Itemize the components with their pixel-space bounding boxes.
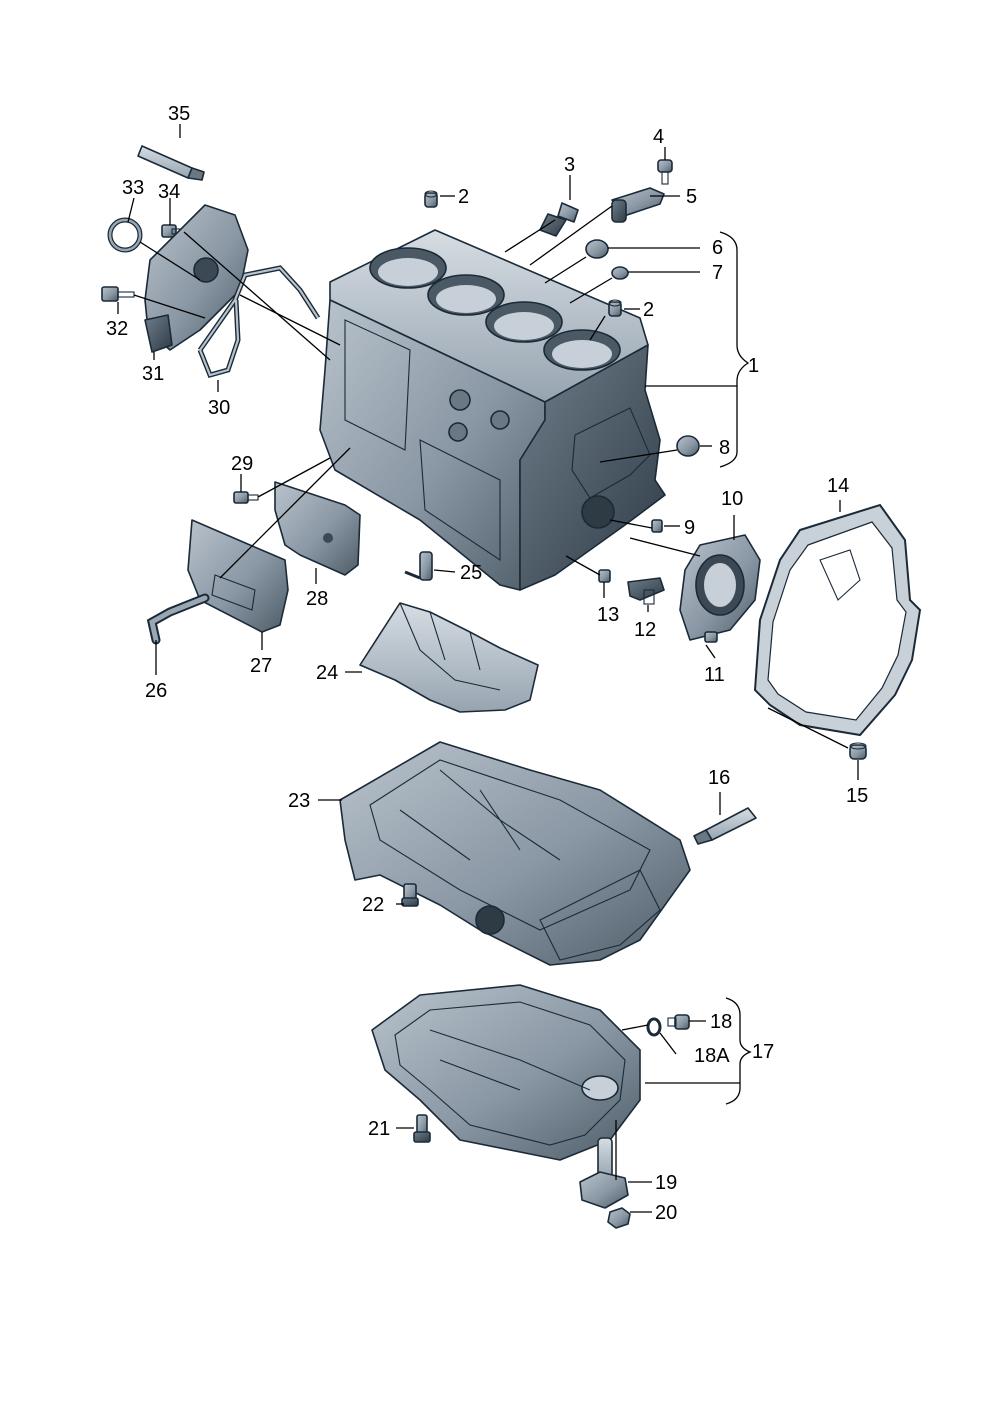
bolt-22: [401, 883, 419, 907]
sensor-5: [611, 187, 665, 223]
dowel-sleeve-top: [424, 190, 438, 208]
label-part-11: 11: [704, 664, 725, 686]
bolt-4: [657, 159, 673, 185]
bolt-34: [161, 224, 185, 238]
label-part-13: 13: [597, 604, 619, 626]
label-part-33: 33: [122, 177, 144, 199]
bolt-29: [233, 491, 259, 504]
oil-separator: [187, 519, 289, 633]
leader-lines: [117, 124, 859, 1213]
label-part-2-right: 2: [643, 299, 654, 321]
sleeve-13: [598, 569, 611, 583]
sealing-plug-6: [585, 239, 609, 259]
bolt-21: [413, 1114, 431, 1143]
label-part-5: 5: [686, 186, 697, 208]
sealing-plug-8: [676, 435, 700, 457]
upper-oil-pan: [339, 741, 691, 966]
bolt-11: [704, 631, 718, 643]
sealing-flange: [679, 534, 761, 641]
sealing-plug-7: [611, 266, 629, 280]
label-part-3: 3: [564, 154, 575, 176]
label-part-8: 8: [719, 437, 730, 459]
label-part-25: 25: [460, 562, 482, 584]
label-part-32: 32: [106, 318, 128, 340]
label-part-6: 6: [712, 237, 723, 259]
o-ring-33: [107, 217, 143, 253]
label-part-20: 20: [655, 1202, 677, 1224]
oil-pressure-sender: [539, 202, 579, 237]
label-part-31: 31: [142, 363, 164, 385]
engine-block: [319, 229, 666, 591]
label-part-1: 1: [748, 355, 759, 377]
label-part-34: 34: [158, 181, 180, 203]
sealant-tube-16: [693, 807, 757, 845]
label-part-22: 22: [362, 894, 384, 916]
label-part-27: 27: [250, 655, 272, 677]
label-part-14: 14: [827, 475, 849, 497]
breather-hose: [146, 593, 210, 645]
drain-plug-18: [667, 1014, 690, 1030]
seal-ring-18a: [646, 1017, 662, 1037]
label-part-19: 19: [655, 1172, 677, 1194]
speed-sender: [627, 577, 665, 605]
label-part-18a: 18A: [694, 1045, 730, 1067]
label-part-26: 26: [145, 680, 167, 702]
intermediate-plate: [753, 503, 922, 737]
label-part-23: 23: [288, 790, 310, 812]
label-part-10: 10: [721, 488, 743, 510]
nut-20: [607, 1207, 631, 1229]
label-part-28: 28: [306, 588, 328, 610]
label-part-30: 30: [208, 397, 230, 419]
label-part-2-top: 2: [458, 186, 469, 208]
label-part-4: 4: [653, 126, 664, 148]
label-part-35: 35: [168, 103, 190, 125]
label-part-17: 17: [752, 1041, 774, 1063]
label-part-24: 24: [316, 662, 338, 684]
label-part-15: 15: [846, 785, 868, 807]
label-part-29: 29: [231, 453, 253, 475]
sealant-tube-35: [137, 145, 205, 181]
lower-oil-pan: [371, 984, 641, 1161]
label-part-9: 9: [684, 517, 695, 539]
label-part-7: 7: [712, 262, 723, 284]
label-part-18: 18: [710, 1011, 732, 1033]
dowel-15: [849, 742, 867, 760]
dowel-sleeve-right: [608, 299, 622, 317]
label-part-16: 16: [708, 767, 730, 789]
crankcase-cover-28: [274, 481, 361, 576]
sleeve-9: [651, 519, 663, 533]
label-part-12: 12: [634, 619, 656, 641]
oil-spray-jet: [404, 551, 433, 581]
label-part-21: 21: [368, 1118, 390, 1140]
oil-level-sender: [579, 1137, 629, 1209]
timing-gasket: [197, 265, 321, 379]
bolt-32: [101, 286, 135, 302]
baffle-plate: [359, 602, 539, 713]
part-labels: 1 2 2 3 4 5 6 7 8 9 10 11 12 13 14 15 16…: [106, 103, 868, 1224]
